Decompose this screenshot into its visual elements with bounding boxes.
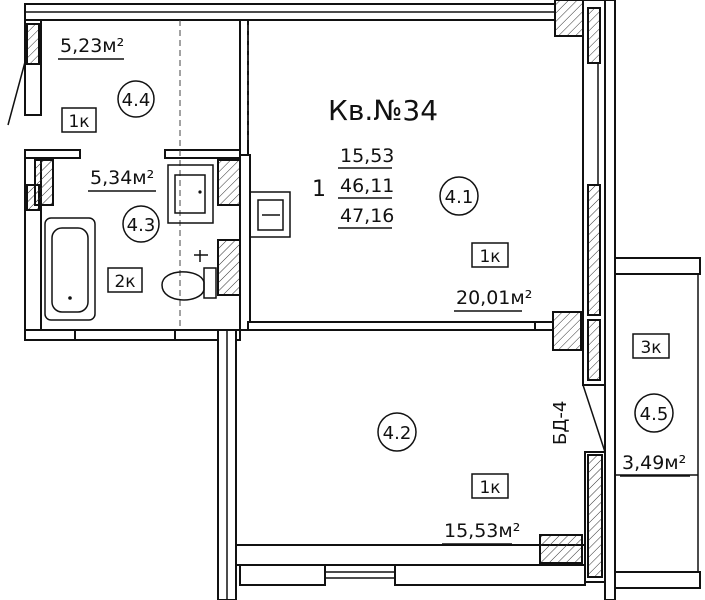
room-id: 4.3 (127, 215, 156, 236)
room-tag: 1к (479, 247, 500, 267)
room-4-5: 3к 4.5 3,49м² (620, 333, 690, 477)
room-4-2: 4.2 1к 15,53м² (377, 412, 520, 545)
apartment-living-area: 15,53 (340, 145, 394, 167)
apartment-title: Кв.№34 (328, 94, 438, 127)
bathtub-icon (44, 217, 96, 321)
room-4-1: 4.1 1к 20,01м² (439, 176, 532, 312)
room-id: 4.1 (445, 187, 474, 208)
room-area: 15,53м² (444, 520, 520, 542)
room-id: 4.4 (122, 90, 151, 111)
apartment-total-area-with-balcony: 47,16 (340, 205, 394, 227)
balcony (614, 257, 701, 589)
column-top-right (554, 0, 584, 37)
room-tag: 1к (68, 112, 89, 132)
apartment-rooms-count: 1 (312, 177, 326, 202)
apartment-total-area: 46,11 (340, 175, 394, 197)
wall-middle (247, 321, 549, 331)
room-tag: 2к (114, 272, 135, 292)
room-area: 5,34м² (90, 167, 154, 189)
wall-bottom (239, 564, 326, 586)
room-area: 20,01м² (456, 287, 532, 309)
room-4-4: 5,23м² 4.4 1к (58, 35, 155, 133)
room-id: 4.2 (383, 423, 412, 444)
fixtures (44, 164, 291, 321)
room-area: 5,23м² (60, 35, 124, 57)
room-id: 4.5 (640, 404, 669, 425)
room-tag: 3к (640, 338, 661, 358)
room-area: 3,49м² (622, 452, 686, 474)
apartment-info: Кв.№34 1 15,53 46,11 47,16 (312, 94, 438, 229)
sink-icon (167, 164, 214, 224)
kitchen-sink-icon (249, 191, 291, 238)
walls (7, 0, 616, 600)
room-4-3: 5,34м² 4.3 2к (88, 167, 160, 293)
toilet-icon (161, 250, 217, 301)
bd-label: БД-4 (550, 401, 571, 445)
room-tag: 1к (479, 478, 500, 498)
